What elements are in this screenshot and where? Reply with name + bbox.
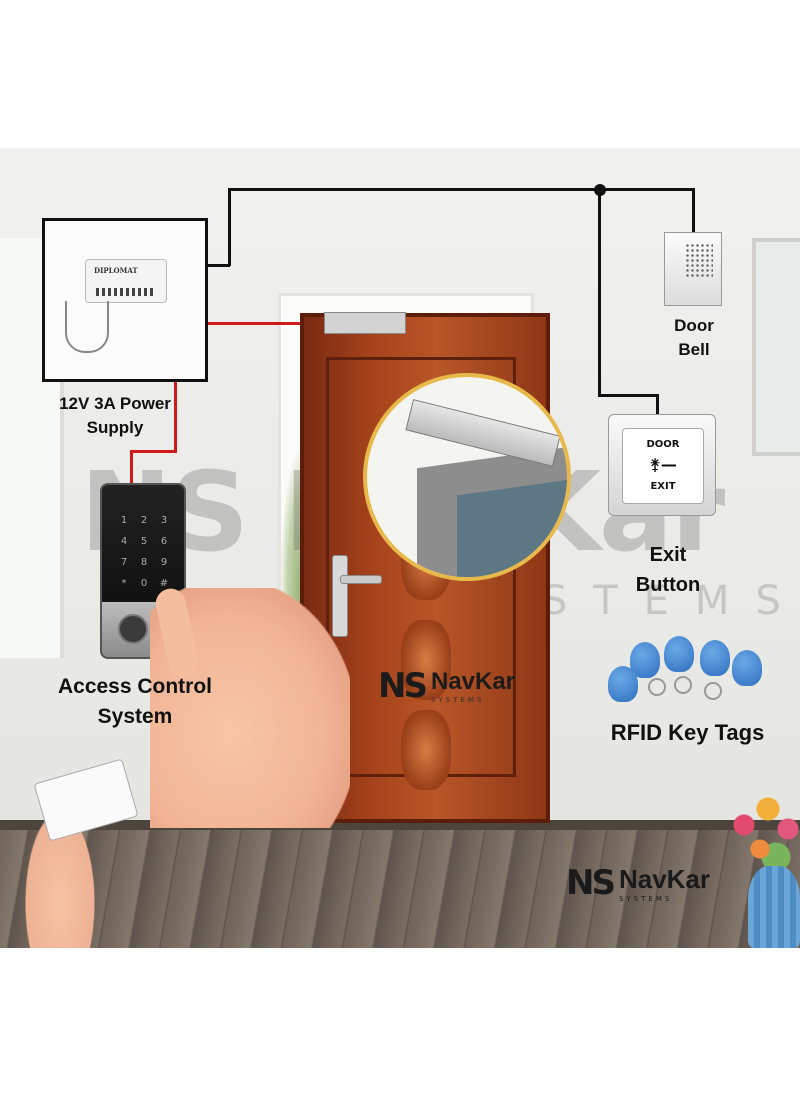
door-carving-2 [401, 620, 451, 700]
keypad-key: 1 [120, 515, 128, 526]
floor-edge [0, 820, 800, 830]
door-carving-3 [401, 710, 451, 790]
door-bell-grille [685, 243, 713, 277]
access-control-keypad: 1 2 3 4 5 6 7 8 9 * 0 # [100, 483, 186, 659]
wire-keypad-drop [130, 450, 133, 484]
flower-vase [748, 866, 800, 948]
key-ring-2 [674, 676, 692, 694]
power-supply-brand: DIPLOMAT [94, 266, 138, 275]
wire-to-exit-horizontal [598, 394, 658, 397]
exit-button-face: DOOR ⚵— EXIT [622, 428, 704, 504]
wire-junction [594, 184, 606, 196]
power-supply-unit: DIPLOMAT [85, 259, 167, 303]
access-control-label-line-1: Access Control [57, 675, 213, 698]
lock-zoom-callout [363, 373, 571, 581]
fingerprint-sensor [118, 614, 148, 644]
keypad-key: * [121, 578, 127, 589]
door-bell-label: Door Bell [650, 314, 738, 362]
rfid-key-tags [608, 636, 778, 702]
door-logo-tagline: SYSTEMS [430, 696, 485, 704]
wire-top-run [228, 188, 694, 191]
keypad-key: 2 [140, 515, 148, 526]
exit-button-label: Exit Button [618, 540, 718, 600]
power-supply-grille [96, 288, 156, 296]
keypad-key: 9 [160, 557, 168, 568]
bolt-lock-closeup [405, 399, 561, 467]
exit-button-label-line-2: Button [635, 574, 701, 596]
power-supply-label-line-2: Supply [86, 418, 144, 437]
access-control-label: Access Control System [40, 672, 230, 732]
door-glass-closeup [457, 478, 567, 577]
exit-button-text-top: DOOR [646, 439, 680, 450]
wooden-floor [0, 820, 800, 948]
key-ring-3 [704, 682, 722, 700]
wire-psu-to-keypad-vertical [174, 376, 177, 452]
key-ring-1 [648, 678, 666, 696]
door-logo-name: NavKar [430, 668, 515, 695]
key-icon: ⚵— [649, 455, 677, 474]
exit-button-text-bottom: EXIT [650, 481, 676, 492]
door-bell-label-line-1: Door [674, 316, 714, 335]
keypad-key: # [159, 578, 169, 589]
floor-logo-tagline: SYSTEMS [618, 894, 673, 903]
rfid-tag-1 [630, 642, 660, 678]
keypad-key: 3 [160, 515, 168, 526]
rfid-tag-3 [700, 640, 730, 676]
keypad-key: 6 [160, 536, 168, 547]
wire-to-exit-drop [656, 394, 659, 414]
door-bell-label-line-2: Bell [678, 340, 710, 359]
floor-logo-name: NavKar [618, 863, 711, 894]
wire-to-bell [692, 188, 695, 234]
wire-psu-to-keypad-horizontal [130, 450, 177, 453]
wire-psu-right [202, 264, 230, 267]
wire-psu-up [228, 188, 231, 266]
floor-logo-mark: NS [566, 863, 616, 903]
wire-psu-to-lock [202, 322, 320, 325]
door-brand-logo: NS NavKar SYSTEMS [378, 666, 515, 706]
rfid-tag-2 [664, 636, 694, 672]
power-supply-frame: DIPLOMAT [42, 218, 208, 382]
wire-to-exit-vertical [598, 188, 601, 396]
installation-diagram: NS NavKar SYSTEMS DIPLOMAT [0, 148, 800, 948]
tulip-flowers [728, 793, 800, 873]
power-supply-label-line-1: 12V 3A Power [59, 394, 171, 413]
door-handle [340, 575, 382, 584]
keypad-key: 5 [140, 536, 148, 547]
electric-bolt-lock [324, 312, 406, 334]
keypad-keys: 1 2 3 4 5 6 7 8 9 * 0 # [116, 515, 172, 595]
keypad-key: 0 [140, 578, 148, 589]
door-bell-unit [664, 232, 722, 306]
power-cord [65, 301, 109, 353]
keypad-key: 4 [120, 536, 128, 547]
rfid-tag-4 [732, 650, 762, 686]
exit-button-plate: DOOR ⚵— EXIT [608, 414, 716, 516]
keypad-key: 7 [120, 557, 128, 568]
rfid-tag-5 [608, 666, 638, 702]
power-supply-label: 12V 3A Power Supply [50, 392, 180, 440]
keypad-key: 8 [140, 557, 148, 568]
right-window [752, 238, 800, 456]
door-logo-mark: NS [378, 666, 428, 706]
exit-button-label-line-1: Exit [649, 544, 687, 566]
rfid-tags-label: RFID Key Tags [610, 720, 765, 745]
access-control-label-line-2: System [97, 705, 173, 728]
floor-brand-logo: NS NavKar SYSTEMS [566, 863, 710, 903]
